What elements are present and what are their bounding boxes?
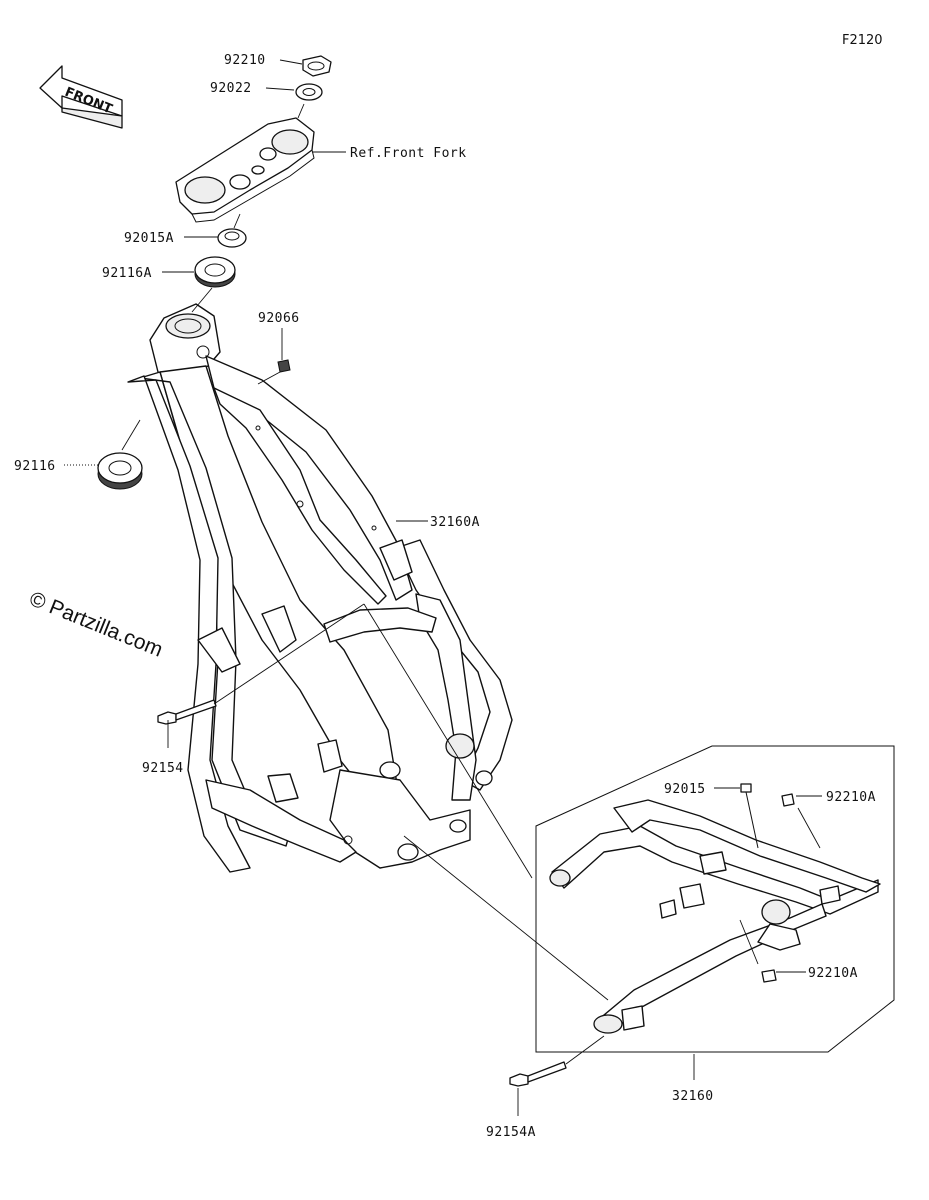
stem-nut-92015A [217,228,247,248]
callout-92154A: 92154A [486,1125,536,1140]
callout-ref-front-fork: Ref.Front Fork [350,146,467,161]
stem-nut-92210 [302,55,332,77]
callout-92210: 92210 [224,53,266,68]
callout-92116: 92116 [14,459,56,474]
callout-32160A: 32160A [430,515,480,530]
subframe-inset-box [535,745,895,1053]
callout-92116A: 92116A [102,266,152,281]
bolt-92154A [509,1061,567,1087]
bearing-92116 [97,452,143,490]
bolt-92210A-top [781,793,795,807]
bolt-92210A-bottom [761,969,777,983]
callout-92154: 92154 [142,761,184,776]
bolt-92154 [157,699,217,725]
subframe-32160 [549,799,881,1034]
main-frame-32160A [127,303,513,873]
callout-92066: 92066 [258,311,300,326]
callout-92015A: 92015A [124,231,174,246]
callout-92022: 92022 [210,81,252,96]
bearing-92116A [194,256,236,288]
upper-triple-clamp [175,117,315,223]
bolt-92066 [277,359,291,373]
callout-32160: 32160 [672,1089,714,1104]
watermark: © Partzilla.com [26,587,166,661]
front-arrow-icon: FRONT [39,65,123,129]
callout-92210A-top: 92210A [826,790,876,805]
washer-92022 [295,83,323,101]
callout-92015: 92015 [664,782,706,797]
bolt-92015 [740,783,759,849]
leader-lines [64,59,822,1116]
callout-92210A-bottom: 92210A [808,966,858,981]
figure-code: F2120 [842,33,883,48]
